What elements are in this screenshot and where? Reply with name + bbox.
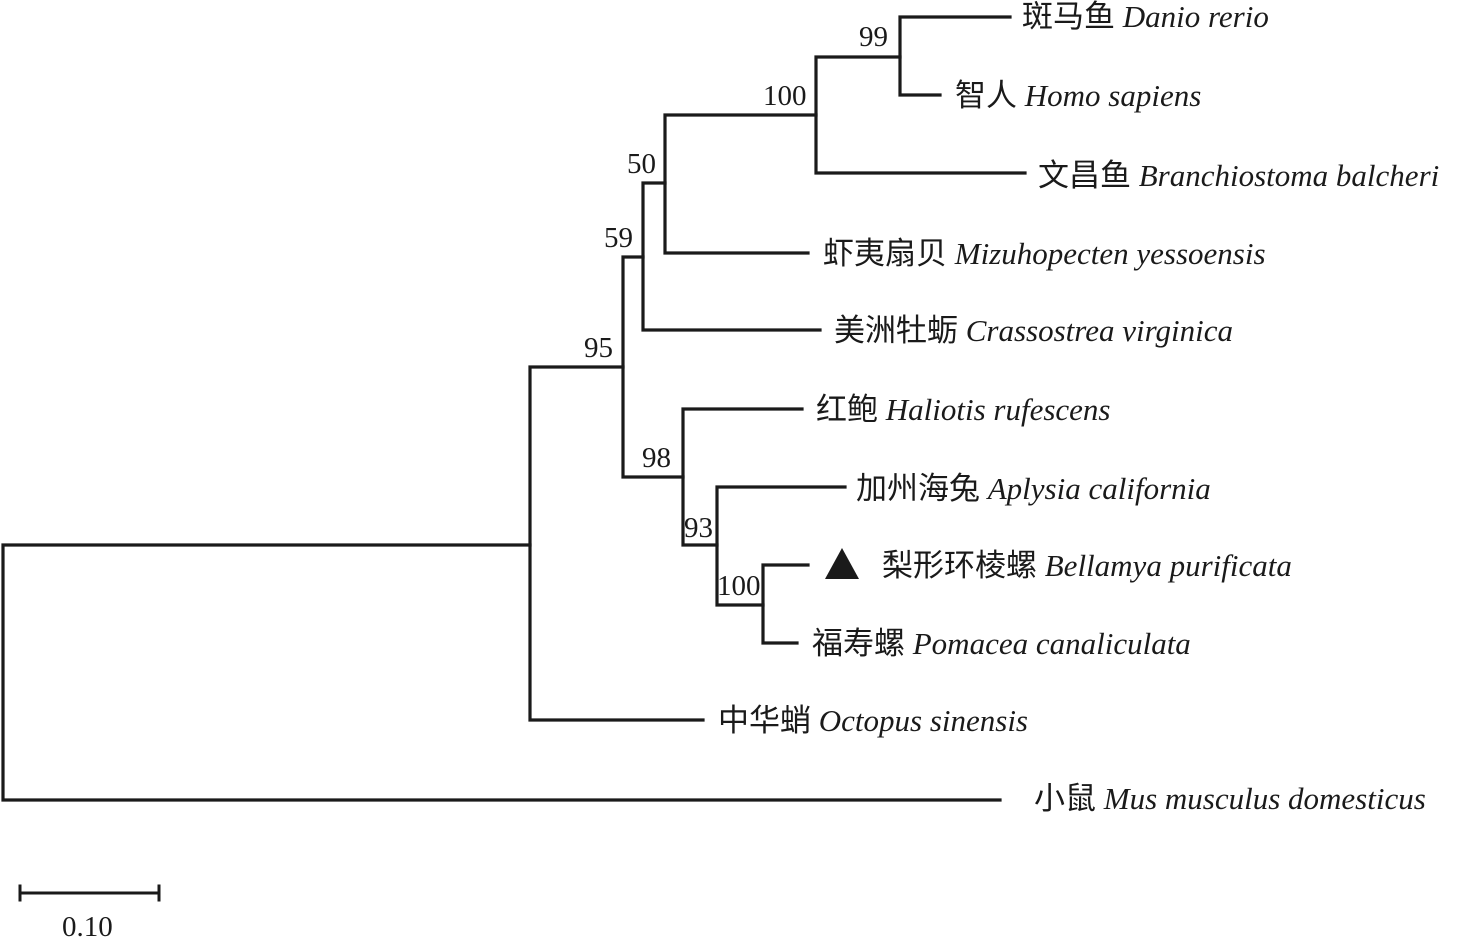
bootstrap-59: 59 xyxy=(604,222,633,254)
branch-node93 xyxy=(715,485,847,607)
branch-node50 xyxy=(663,113,818,255)
scale-bar-label: 0.10 xyxy=(62,911,113,939)
branch-node100-snails xyxy=(761,563,810,645)
taxon-label: 中华蛸 Octopus sinensis xyxy=(718,703,1028,738)
bootstrap-99: 99 xyxy=(859,21,888,53)
taxon-label: 梨形环棱螺 Bellamya purificata xyxy=(882,548,1292,583)
branch-node100-top xyxy=(814,55,1027,175)
taxon-label: 红鲍 Haliotis rufescens xyxy=(816,392,1111,427)
taxon-label: 美洲牡蛎 Crassostrea virginica xyxy=(834,313,1233,348)
taxon-label: 虾夷扇贝 Mizuhopecten yessoensis xyxy=(823,236,1266,271)
bootstrap-100-vertebrates: 100 xyxy=(763,80,807,112)
taxon-label: 文昌鱼 Branchiostoma balcheri xyxy=(1038,158,1439,193)
taxon-label: 智人 Homo sapiens xyxy=(955,78,1201,113)
branch-node98 xyxy=(681,407,804,547)
scale-bar xyxy=(18,884,161,902)
bootstrap-50: 50 xyxy=(627,148,656,180)
taxon-label: 小鼠 Mus musculus domesticus xyxy=(1034,781,1426,816)
bootstrap-100-snails: 100 xyxy=(717,570,761,602)
branch-node99 xyxy=(898,15,1012,97)
taxon-label: 福寿螺 Pomacea canaliculata xyxy=(812,626,1191,661)
branch-root xyxy=(1,543,1002,802)
bootstrap-95: 95 xyxy=(584,332,613,364)
branch-node59 xyxy=(641,181,822,332)
taxon-label: 斑马鱼 Danio rerio xyxy=(1022,0,1269,34)
bootstrap-93: 93 xyxy=(684,512,713,544)
branch-node95 xyxy=(528,365,705,722)
branch-node623 xyxy=(621,255,685,479)
taxon-label: 加州海兔 Aplysia california xyxy=(856,471,1211,506)
filled-triangle-marker-icon xyxy=(825,548,859,579)
bootstrap-98: 98 xyxy=(642,442,671,474)
